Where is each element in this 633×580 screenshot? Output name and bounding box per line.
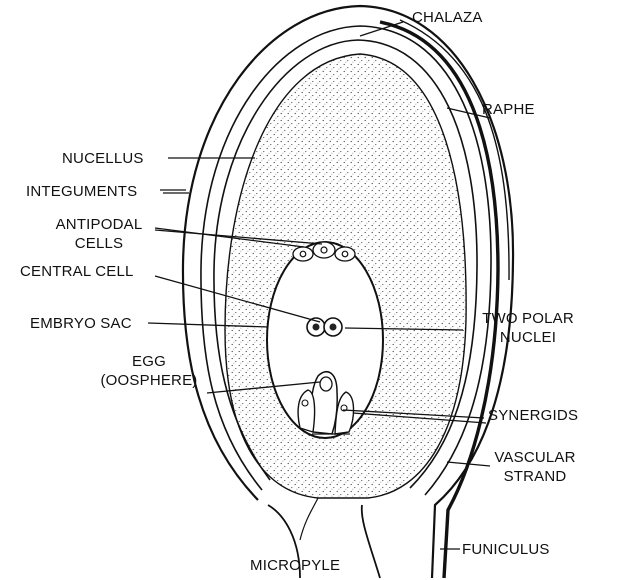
label-vascular-line1: VASCULAR	[480, 448, 590, 467]
label-chalaza: CHALAZA	[412, 8, 483, 27]
label-two-polar-line2: NUCLEI	[468, 328, 588, 347]
micropyle-channel	[300, 498, 318, 540]
label-vascular-strand: VASCULAR STRAND	[480, 448, 590, 486]
label-raphe: RAPHE	[482, 100, 535, 119]
funiculus-left-outline	[362, 505, 380, 578]
label-antipodal-cells: ANTIPODAL CELLS	[44, 215, 154, 253]
label-central-cell: CENTRAL CELL	[20, 262, 134, 281]
label-funiculus: FUNICULUS	[462, 540, 550, 559]
label-antipodal-line1: ANTIPODAL	[44, 215, 154, 234]
label-egg: EGG (OOSPHERE)	[94, 352, 204, 390]
label-two-polar-nuclei: TWO POLAR NUCLEI	[468, 309, 588, 347]
label-nucellus: NUCELLUS	[62, 149, 144, 168]
label-integuments: INTEGUMENTS	[26, 182, 137, 201]
label-egg-line1: EGG	[94, 352, 204, 371]
label-egg-line2: (OOSPHERE)	[94, 371, 204, 390]
label-two-polar-line1: TWO POLAR	[468, 309, 588, 328]
label-vascular-line2: STRAND	[480, 467, 590, 486]
label-antipodal-line2: CELLS	[44, 234, 154, 253]
label-micropyle: MICROPYLE	[250, 556, 340, 575]
label-embryo-sac: EMBRYO SAC	[30, 314, 132, 333]
label-synergids: SYNERGIDS	[488, 406, 578, 425]
